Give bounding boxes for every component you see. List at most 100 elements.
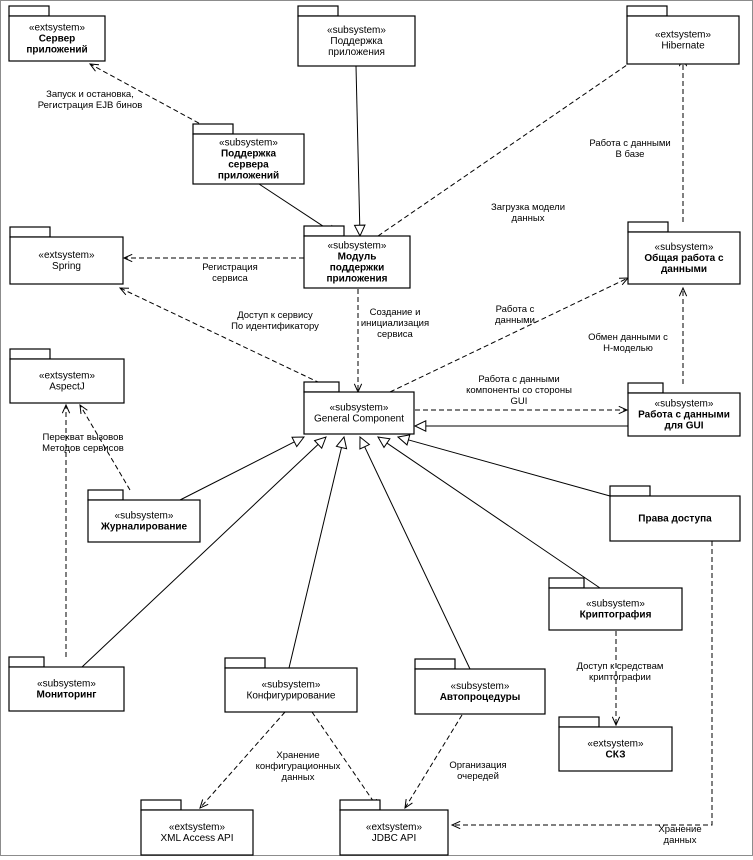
label-line: Перехват вызовов	[43, 432, 124, 443]
package-name-line: Поддержка	[221, 149, 276, 160]
package-body	[8, 666, 125, 712]
package-name-line: Права доступа	[638, 514, 712, 525]
package-stereotype: «extsystem»	[38, 250, 95, 261]
label-line: Обмен данными с	[588, 332, 668, 343]
label-line: Регистрация	[202, 262, 258, 273]
gen-monitoring-to-general-arrowhead	[313, 436, 327, 450]
gen-config-to-general-arrowhead	[335, 435, 348, 450]
package-stereotype: «subsystem»	[330, 403, 389, 414]
package-body	[9, 358, 125, 404]
dep-general-to-commondata	[389, 277, 629, 393]
label-line: Работа с данными	[478, 374, 559, 385]
package-tab	[609, 485, 651, 497]
label-line: сервиса	[377, 329, 413, 340]
label-line: очередей	[457, 771, 499, 782]
package-tab	[414, 658, 456, 670]
gen-support-to-appmodule-arrowhead	[353, 224, 366, 238]
package-body	[87, 499, 201, 543]
dep-config-to-xmlapi	[199, 711, 286, 809]
package-tab	[626, 5, 668, 17]
package-logging[interactable]: «subsystem»Журналирование	[87, 489, 201, 543]
package-name-line: приложений	[218, 171, 279, 182]
gen-config-to-general	[288, 447, 342, 669]
package-name-line: General Component	[314, 414, 404, 425]
gen-support-to-appmodule	[355, 65, 361, 226]
gen-serversupport-to-appmodule	[258, 183, 330, 231]
package-config[interactable]: «subsystem»Конфигурирование	[224, 657, 358, 713]
label-line: Организация	[449, 760, 506, 771]
package-body	[626, 15, 740, 65]
package-spring[interactable]: «extsystem»Spring	[9, 226, 124, 285]
gen-guidata-to-general-arrowhead	[413, 419, 427, 433]
package-access[interactable]: Права доступа	[609, 485, 741, 542]
gen-monitoring-to-general	[81, 444, 319, 668]
package-general[interactable]: «subsystem»General Component	[303, 381, 415, 435]
package-body	[224, 667, 358, 713]
package-name-line: для GUI	[664, 421, 703, 432]
dep-config-to-xmlapi-arrowhead	[199, 799, 209, 809]
dep-crypto-to-skz-arrowhead	[611, 716, 621, 727]
label-line: Хранение	[658, 824, 701, 835]
package-stereotype: «subsystem»	[219, 138, 278, 149]
package-stereotype: «subsystem»	[451, 681, 510, 692]
package-monitoring[interactable]: «subsystem»Мониторинг	[8, 656, 125, 712]
package-stereotype: «extsystem»	[655, 30, 712, 41]
dep-appmodule-to-hibernate	[377, 55, 641, 237]
package-name-line: XML Access API	[161, 833, 234, 844]
package-tab	[339, 799, 381, 811]
package-aspectj[interactable]: «extsystem»AspectJ	[9, 348, 125, 404]
package-name-line: СКЗ	[606, 750, 626, 761]
label-line: данных	[664, 835, 697, 846]
package-tab	[9, 348, 51, 360]
dep-monitoring-to-aspectj-arrowhead	[61, 403, 71, 414]
package-xml-api[interactable]: «extsystem»XML Access API	[140, 799, 254, 856]
dep-appmodule-to-spring-arrowhead	[122, 253, 133, 263]
package-crypto[interactable]: «subsystem»Криптография	[548, 577, 683, 631]
package-body	[9, 236, 124, 285]
package-name-line: поддержки	[330, 263, 385, 274]
package-tab	[87, 489, 124, 501]
package-name-line: Сервер	[39, 34, 76, 45]
package-stereotype: «subsystem»	[327, 25, 386, 36]
label-start-stop: Запуск и остановка,Регистрация EJB бинов	[38, 89, 143, 111]
label-line: GUI	[511, 396, 528, 407]
package-name-line: AspectJ	[49, 382, 85, 393]
dep-serversupport-to-server	[89, 63, 207, 128]
package-name-line: Hibernate	[661, 41, 705, 52]
label-line: Н-моделью	[603, 343, 653, 354]
package-hibernate[interactable]: «extsystem»Hibernate	[626, 5, 740, 65]
dep-autoproc-to-jdbcapi	[404, 714, 463, 809]
package-body	[303, 235, 411, 289]
package-stereotype: «subsystem»	[37, 679, 96, 690]
label-line: компоненты со стороны	[466, 385, 572, 396]
gen-autoproc-to-general-arrowhead	[359, 435, 371, 450]
package-name-line: приложения	[328, 47, 385, 58]
package-body	[8, 15, 106, 62]
package-name-line: Общая работа с	[644, 252, 724, 264]
package-jdbc-api[interactable]: «extsystem»JDBC API	[339, 799, 449, 856]
package-stereotype: «subsystem»	[262, 680, 321, 691]
package-stereotype: «extsystem»	[29, 23, 86, 34]
package-skz[interactable]: «extsystem»СКЗ	[558, 716, 673, 772]
dep-access-to-jdbcapi	[452, 541, 713, 826]
packages-layer: «extsystem»Серверприложений«subsystem»По…	[8, 5, 741, 856]
dep-logging-to-aspectj	[79, 404, 131, 491]
package-autoproc[interactable]: «subsystem»Автопроцедуры	[414, 658, 546, 715]
gen-access-to-general-arrowhead	[396, 434, 411, 446]
label-line: криптографии	[589, 672, 651, 683]
package-body	[558, 726, 673, 772]
package-tab	[303, 381, 340, 393]
package-tab	[627, 221, 669, 233]
